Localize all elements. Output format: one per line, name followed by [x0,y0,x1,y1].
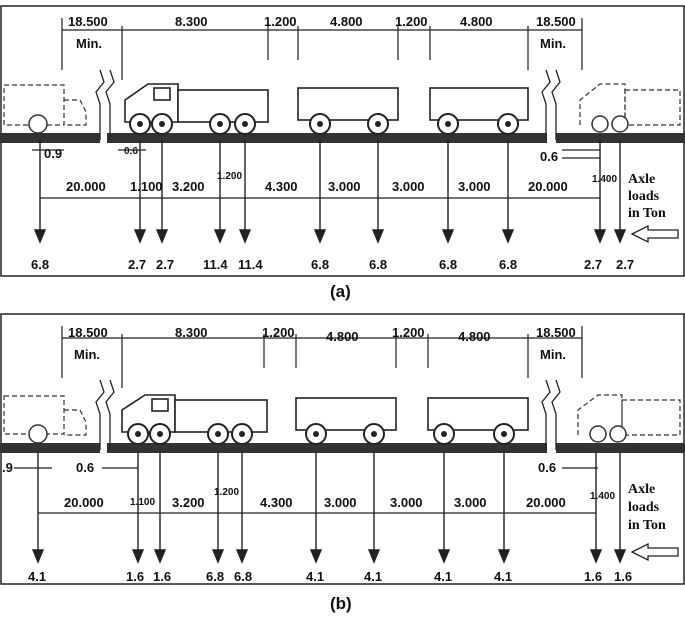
axle-load: 4.1 [28,569,47,584]
gap-label: 0.9 [44,146,63,161]
panel-caption: (b) [330,594,352,613]
axle-spacing: 3.000 [454,495,487,510]
axle-spacing: 4.300 [260,495,293,510]
axle-load: 1.6 [614,569,633,584]
axle-spacing: 3.200 [172,495,205,510]
axle-spacing: 1.200 [214,487,240,498]
axle-spacing: 20.000 [526,495,566,510]
axle-load: 6.8 [206,569,225,584]
deck [0,443,685,453]
axle-load: 6.8 [439,257,458,272]
min-label-right: Min. [540,36,566,51]
top-spacing: 1.200 [262,325,295,340]
axle-load: 11.4 [238,257,263,272]
axle-load: 4.1 [494,569,513,584]
top-dimension-line [61,18,583,80]
axle-spacing: 20.000 [64,495,104,510]
axle-loads-note: loads [628,189,660,204]
axle-spacing: 1.100 [130,497,156,508]
truck [124,83,269,123]
axle-spacing: 1.400 [590,491,616,502]
load-arrows [33,140,627,244]
panel-a-drawing [0,5,685,277]
top-spacing: 4.800 [330,14,363,29]
axle-loads-note: Axle [628,172,656,187]
top-spacing: 18.500 [68,325,108,340]
axle-spacing: 3.000 [390,495,423,510]
axle-spacing: 4.300 [265,179,298,194]
axle-load: 6.8 [234,569,253,584]
axle-load: 4.1 [306,569,325,584]
top-spacing: 4.800 [460,14,493,29]
axle-load: 4.1 [434,569,453,584]
axle-load: 2.7 [156,257,175,272]
top-spacing: 1.200 [395,14,428,29]
top-dimension-line [61,326,583,388]
top-spacing: 8.300 [175,325,208,340]
axle-spacing: 3.000 [458,179,491,194]
pointer-arrow [630,542,679,562]
top-spacing: 8.300 [175,14,208,29]
load-arrows [31,453,627,564]
top-spacing: 1.200 [264,14,297,29]
axle-load: 1.6 [126,569,145,584]
axle-spacing: 1.200 [217,171,243,182]
axle-loads-note: loads [628,500,660,515]
top-spacing: 18.500 [536,325,576,340]
min-label-right: Min. [540,347,566,362]
axle-load: 6.8 [369,257,388,272]
axle-spacing: 20.000 [528,179,568,194]
top-spacing: 4.800 [458,329,491,344]
panel-caption: (a) [330,282,351,301]
top-spacing: 4.800 [326,329,359,344]
gap-label: 0.6 [124,146,138,157]
gap-label: 0.6 [76,460,95,475]
axle-spacing: 1.100 [130,179,163,194]
axle-load: 6.8 [31,257,50,272]
wheels [129,113,519,135]
axle-load: 2.7 [584,257,603,272]
right-vehicle [579,83,681,126]
gap-label: 0.6 [540,149,559,164]
axle-load: 2.7 [616,257,635,272]
top-spacing: 1.200 [392,325,425,340]
panel-a: 18.500 8.300 1.200 4.800 1.200 4.800 18.… [0,0,685,305]
axle-load: 1.6 [584,569,603,584]
axle-spacing: 3.000 [328,179,361,194]
axle-spacing: 3.200 [172,179,205,194]
pointer-arrow [630,224,679,244]
axle-spacing: 1.400 [592,174,618,185]
axle-spacing: 3.000 [392,179,425,194]
top-spacing: 18.500 [68,14,108,29]
axle-load: 1.6 [153,569,172,584]
axle-load: 4.1 [364,569,383,584]
axle-load: 11.4 [203,257,228,272]
truck [121,394,268,433]
axle-spacing: 3.000 [324,495,357,510]
axle-loads-note: Axle [628,482,656,497]
gap-label: .9 [2,460,13,475]
panel-b: 18.500 8.300 1.200 4.800 1.200 4.800 18.… [0,308,685,617]
top-spacing: 18.500 [536,14,576,29]
axle-spacing: 20.000 [66,179,106,194]
min-label-left: Min. [76,36,102,51]
axle-load: 6.8 [311,257,330,272]
panel-b-drawing [0,313,685,585]
gap-label: 0.6 [538,460,557,475]
axle-load: 6.8 [499,257,518,272]
axle-loads-note: in Ton [628,518,666,533]
min-label-left: Min. [74,347,100,362]
axle-load: 2.7 [128,257,147,272]
axle-loads-note: in Ton [628,206,666,221]
right-vehicle [577,394,681,436]
deck [0,133,685,143]
